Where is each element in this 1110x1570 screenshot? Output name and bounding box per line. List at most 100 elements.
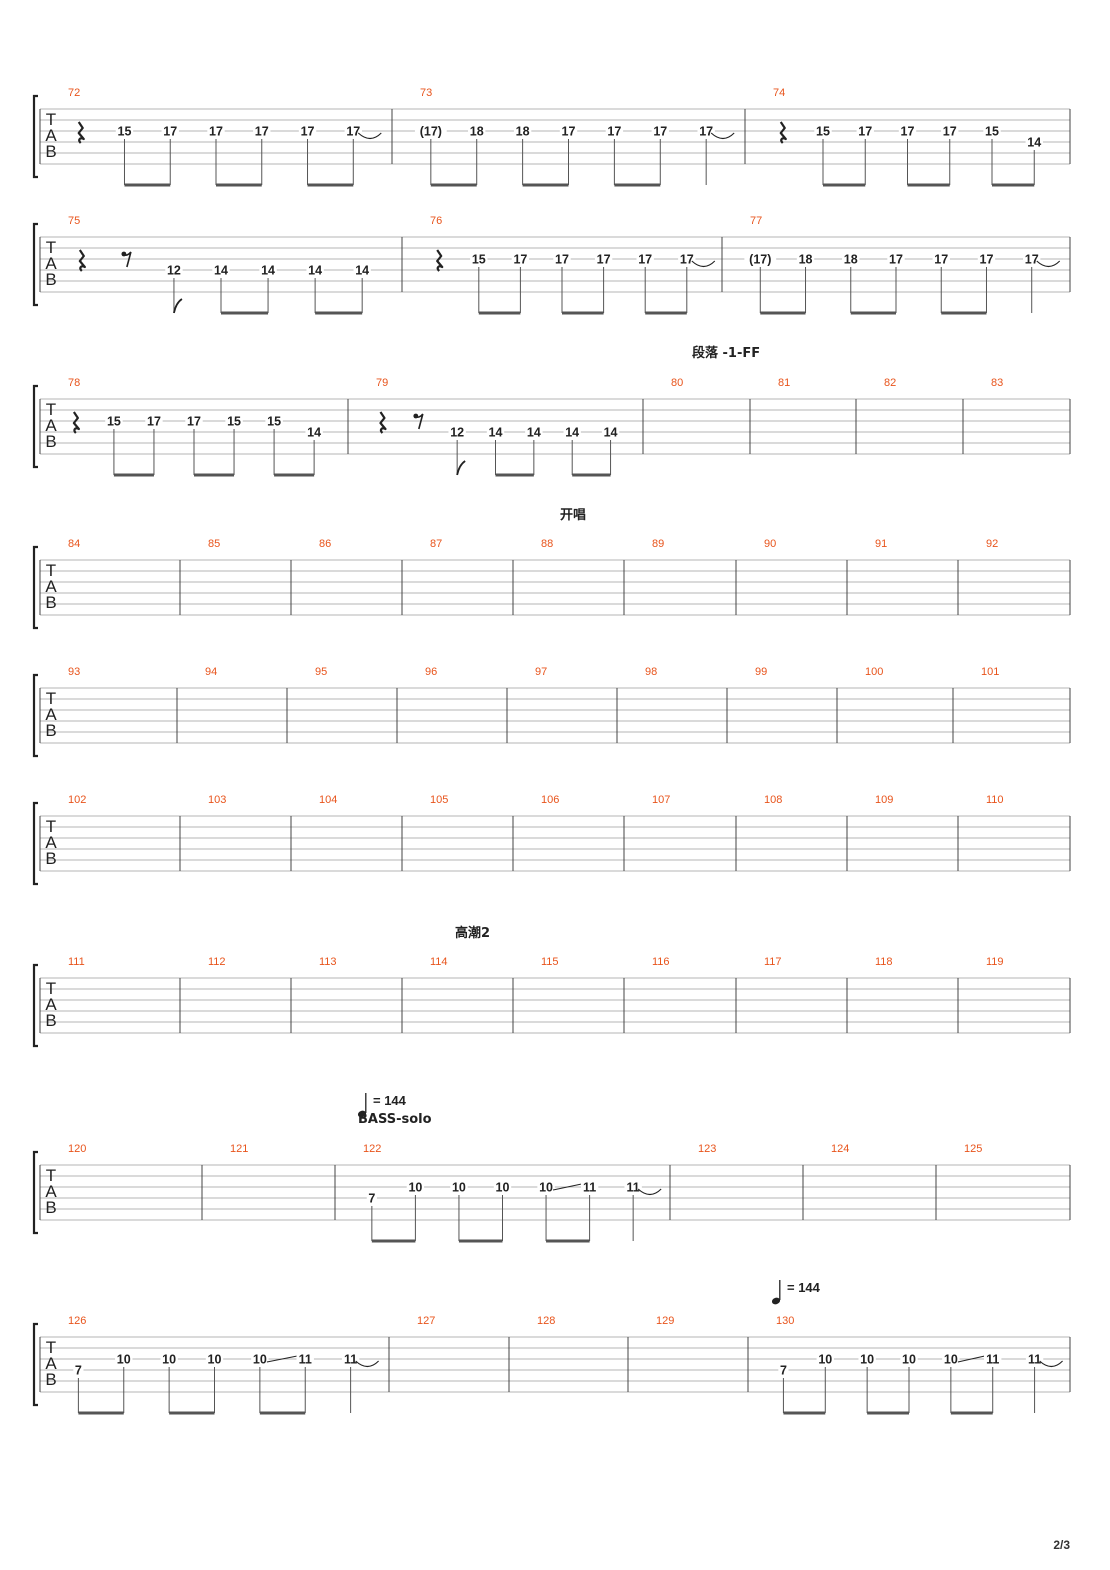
measure-number: 98 <box>645 666 657 678</box>
fret-number: (17) <box>420 125 442 139</box>
tab-clef-letter: B <box>45 849 56 868</box>
fret-number: 17 <box>597 253 611 267</box>
tempo-value: = 144 <box>787 1280 821 1295</box>
fret-number: 17 <box>934 253 948 267</box>
system-bracket <box>32 545 38 630</box>
tab-clef-letter: T <box>46 400 56 419</box>
quarter-rest-icon <box>779 121 787 144</box>
fret-number: (17) <box>749 253 771 267</box>
fret-number: 17 <box>980 253 994 267</box>
fret-number: 10 <box>860 1353 874 1367</box>
system-bracket <box>32 673 38 758</box>
measure-number: 118 <box>875 956 893 968</box>
measure-number: 91 <box>875 538 887 550</box>
system-bracket <box>32 222 38 307</box>
quarter-rest-icon <box>78 249 86 272</box>
measure-number: 76 <box>430 215 442 227</box>
fret-number: 10 <box>902 1353 916 1367</box>
fret-number: 17 <box>653 125 667 139</box>
measure-number: 125 <box>964 1143 982 1155</box>
fret-number: 17 <box>163 125 177 139</box>
fret-number: 14 <box>307 426 321 440</box>
tab-clef-letter: B <box>45 721 56 740</box>
fret-number: 17 <box>943 125 957 139</box>
measure-number: 84 <box>68 538 80 550</box>
fret-number: 11 <box>1028 1353 1041 1367</box>
eighth-rest-icon <box>123 251 132 268</box>
fret-number: 17 <box>147 415 161 429</box>
fret-number: 14 <box>261 264 275 278</box>
fret-number: 10 <box>818 1353 832 1367</box>
tempo-value: = 144 <box>373 1093 407 1108</box>
system-bracket <box>32 94 38 179</box>
measure-number: 95 <box>315 666 327 678</box>
fret-number: 10 <box>162 1353 176 1367</box>
fret-number: 15 <box>985 125 999 139</box>
tab-clef-letter: B <box>45 593 56 612</box>
measure-number: 122 <box>363 1143 381 1155</box>
measure-number: 86 <box>319 538 331 550</box>
fret-number: 14 <box>489 426 503 440</box>
measure-number: 124 <box>831 1143 849 1155</box>
measure-number: 100 <box>865 666 883 678</box>
measure-number: 106 <box>541 794 559 806</box>
tab-clef-letter: T <box>46 561 56 580</box>
fret-number: 7 <box>368 1192 375 1206</box>
fret-number: 14 <box>308 264 322 278</box>
fret-number: 11 <box>627 1181 640 1195</box>
tie-arc <box>710 132 735 140</box>
fret-number: 17 <box>562 125 576 139</box>
measure-number: 85 <box>208 538 220 550</box>
fret-number: 17 <box>607 125 621 139</box>
measure-number: 88 <box>541 538 553 550</box>
measure-number: 81 <box>778 377 790 389</box>
tab-clef-letter: A <box>45 416 57 435</box>
system-bracket <box>32 963 38 1048</box>
measure-number: 97 <box>535 666 547 678</box>
tie-arc <box>691 260 716 268</box>
slide-line <box>266 1355 298 1363</box>
tab-clef-letter: T <box>46 817 56 836</box>
quarter-rest-icon <box>77 121 85 144</box>
measure-number: 96 <box>425 666 437 678</box>
measure-number: 123 <box>698 1143 716 1155</box>
fret-number: 15 <box>816 125 830 139</box>
measure-number: 108 <box>764 794 782 806</box>
fret-number: 10 <box>408 1181 422 1195</box>
fret-number: 17 <box>187 415 201 429</box>
quarter-rest-icon <box>436 249 444 272</box>
measure-number: 109 <box>875 794 893 806</box>
fret-number: 15 <box>267 415 281 429</box>
tab-clef-letter: T <box>46 238 56 257</box>
measure-number: 120 <box>68 1143 86 1155</box>
tab-clef-letter: B <box>45 432 56 451</box>
fret-number: 18 <box>799 253 813 267</box>
quarter-rest-icon <box>379 411 387 434</box>
tie-arc <box>1036 260 1061 268</box>
fret-number: 17 <box>346 125 360 139</box>
measure-number: 115 <box>541 956 559 968</box>
tab-clef-letter: A <box>45 1354 57 1373</box>
fret-number: 10 <box>452 1181 466 1195</box>
fret-number: 11 <box>344 1353 357 1367</box>
eighth-rest-icon <box>415 413 424 430</box>
fret-number: 10 <box>496 1181 510 1195</box>
measure-number: 112 <box>208 956 226 968</box>
tab-clef-letter: B <box>45 142 56 161</box>
tab-clef-letter: A <box>45 254 57 273</box>
note-flag-icon <box>456 460 466 476</box>
measure-number: 87 <box>430 538 442 550</box>
fret-number: 17 <box>555 253 569 267</box>
fret-number: 11 <box>986 1353 999 1367</box>
measure-number: 117 <box>764 956 782 968</box>
system-bracket <box>32 384 38 469</box>
tab-clef-letter: T <box>46 689 56 708</box>
tab-clef-letter: B <box>45 270 56 289</box>
fret-number: 15 <box>227 415 241 429</box>
tab-clef-letter: A <box>45 1182 57 1201</box>
tie-arc <box>355 1360 379 1368</box>
measure-number: 101 <box>981 666 999 678</box>
